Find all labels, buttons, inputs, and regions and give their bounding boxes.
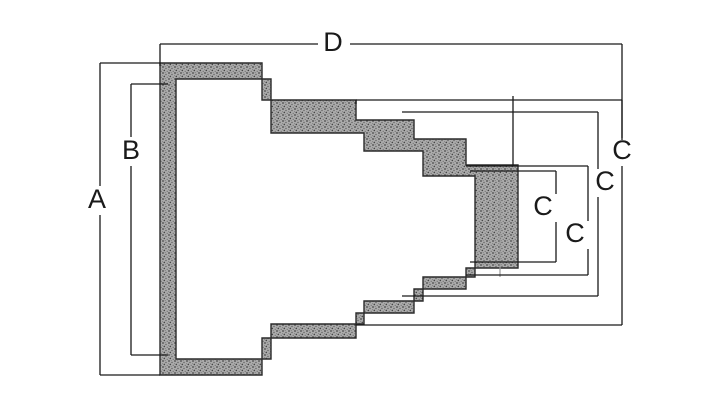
dimension-label-c2: C xyxy=(565,218,585,248)
dimension-c4 xyxy=(355,99,623,326)
dimension-a xyxy=(99,62,160,376)
dimension-label-a: A xyxy=(88,184,106,214)
dimension-label-d: D xyxy=(323,27,343,57)
dimension-c3 xyxy=(402,111,599,297)
dimension-label-c1: C xyxy=(533,191,553,221)
dimension-b xyxy=(130,83,168,356)
dimension-c1 xyxy=(470,170,557,263)
dimension-c2 xyxy=(466,96,589,276)
dimension-label-c4: C xyxy=(612,135,632,165)
dimension-label-b: B xyxy=(122,135,140,165)
pipe-wall-section xyxy=(159,62,519,376)
dimension-label-c3: C xyxy=(595,166,615,196)
